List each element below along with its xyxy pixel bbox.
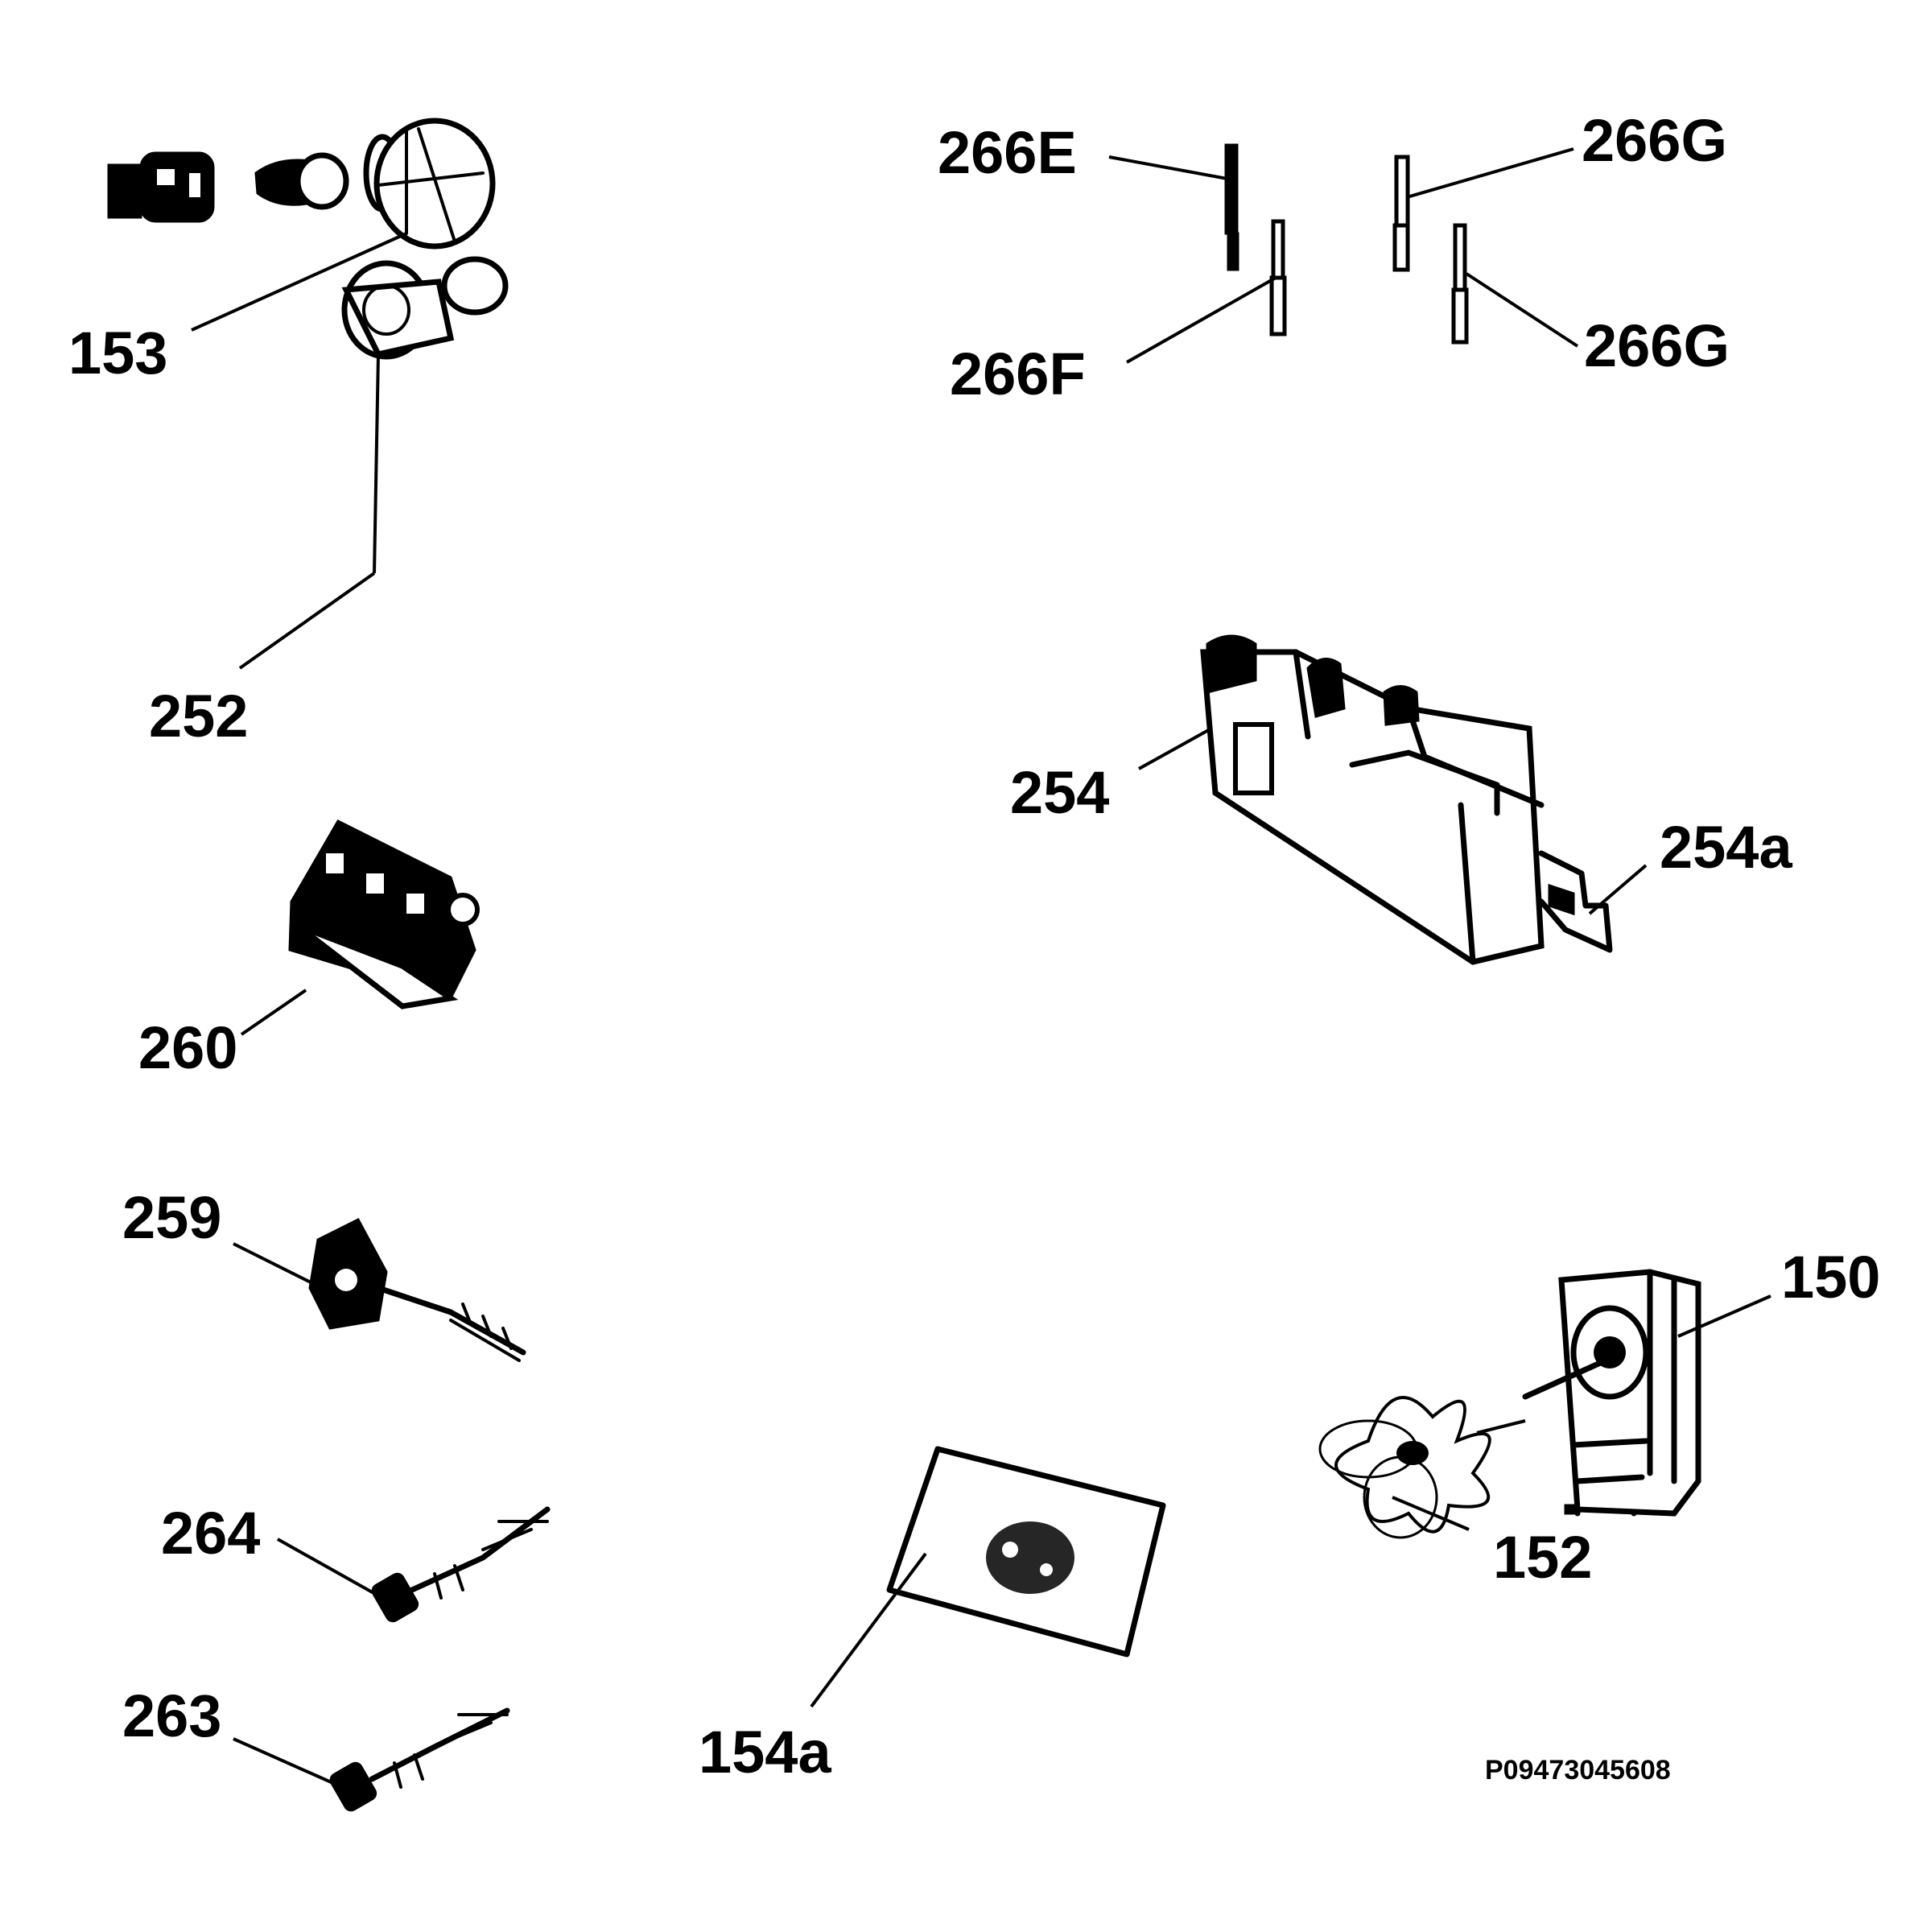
part-254a-bracket: 254a <box>1538 814 1792 953</box>
label-264: 264 <box>161 1500 260 1567</box>
label-263: 263 <box>122 1682 221 1749</box>
label-266g-top: 266G <box>1582 107 1727 174</box>
part-154a-insulation-pad: 154a <box>699 1446 1166 1785</box>
part-266e-electrode: 266E <box>938 119 1239 271</box>
label-252: 252 <box>149 683 248 749</box>
part-150-thermostat: 150 <box>1476 1244 1880 1517</box>
label-150: 150 <box>1781 1244 1880 1311</box>
part-260-terminal-block: 260 <box>138 819 480 1081</box>
label-266f: 266F <box>950 341 1086 407</box>
label-254a: 254a <box>1660 814 1792 881</box>
part-252-lamp-cover: 252 <box>149 256 509 749</box>
label-266e: 266E <box>938 119 1077 186</box>
label-152: 152 <box>1493 1524 1592 1591</box>
part-254-ignition-generator: 254 <box>1010 634 1545 965</box>
label-154a: 154a <box>699 1719 831 1785</box>
part-266f-electrode: 266F <box>950 219 1287 407</box>
part-266g-electrode-top: 266G <box>1392 107 1727 272</box>
part-264-connector: 264 <box>161 1500 551 1623</box>
label-254: 254 <box>1010 759 1109 826</box>
part-153-lamp-assembly: 153 <box>68 118 496 386</box>
label-153: 153 <box>68 320 167 386</box>
part-152-thermostat-clip: 152 <box>1318 1396 1592 1591</box>
label-259: 259 <box>122 1184 221 1251</box>
part-266g-electrode-bottom: 266G <box>1451 223 1730 379</box>
diagram-code: P09473045608 <box>1485 1755 1671 1785</box>
label-266g-bottom: 266G <box>1584 312 1730 379</box>
part-259-switch-spindle: 259 <box>122 1184 526 1362</box>
part-263-connector: 263 <box>122 1682 510 1812</box>
label-260: 260 <box>138 1014 237 1081</box>
